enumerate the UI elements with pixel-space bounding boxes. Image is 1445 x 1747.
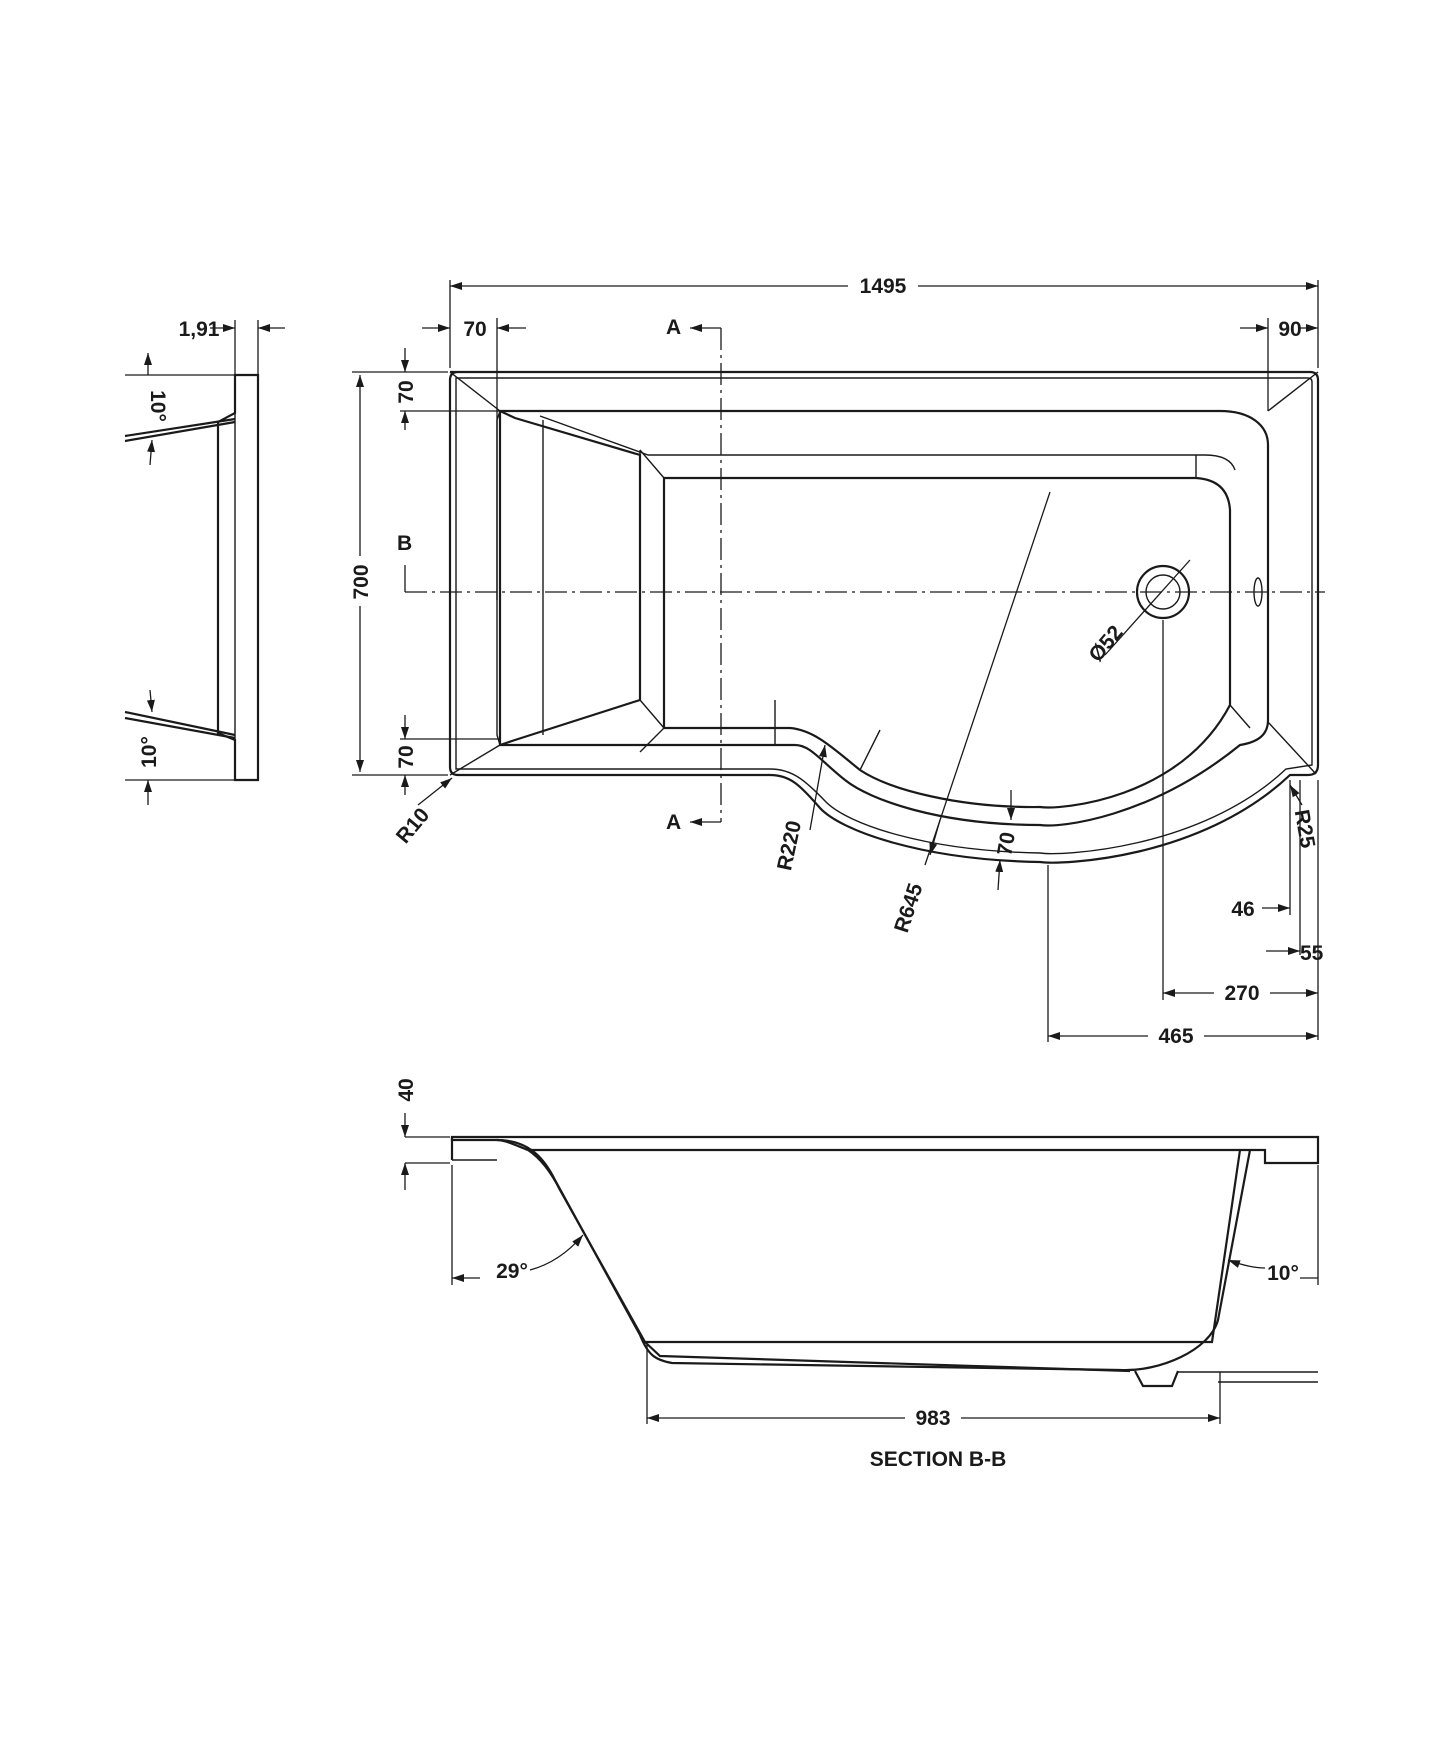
dim-radius-right: R25: [1290, 808, 1319, 850]
plan-corner-lines: [449, 371, 1319, 776]
section-outline-basin: [450, 1137, 1252, 1372]
dim-rim-left: 70: [463, 318, 486, 341]
plan-basin-mid: [639, 449, 1251, 753]
section-outline-rim: [450, 1135, 1320, 1165]
section-a-bottom-label: A: [666, 811, 681, 834]
plan-dimensions: 1495 70 90 700 70 70 R10 R220: [346, 272, 1324, 1048]
end-elevation-bottom-slope: [124, 710, 236, 737]
plan-backrest: [499, 410, 642, 747]
dim-floor-length: 983: [915, 1407, 950, 1430]
plan-backrest-inner: [496, 410, 544, 746]
end-elevation-top-slope-2: [124, 420, 236, 443]
section-b-b: 40 29° 10° 983 SECTION B-B: [395, 1078, 1320, 1471]
plan-basin-upper: [539, 415, 1236, 471]
dim-offset-46: 46: [1231, 898, 1254, 921]
dim-section-rim: 40: [395, 1078, 418, 1101]
end-elevation-outline: [216, 373, 260, 782]
dim-radius-corner: R10: [392, 804, 434, 848]
section-markers: B A A: [397, 316, 1325, 834]
end-elevation-top-slope: [124, 417, 236, 438]
dim-curve-rim: 70: [993, 830, 1020, 857]
dim-side-angle-bottom: 10°: [138, 736, 161, 768]
dim-rim-right: 90: [1278, 318, 1301, 341]
dim-waste-pos: 270: [1224, 982, 1259, 1005]
dim-angle-right: 10°: [1267, 1262, 1299, 1285]
plan-outer-outline: [448, 370, 1320, 864]
plan-rim-inner: [498, 409, 1270, 827]
dim-rim-bottom: 70: [395, 745, 418, 768]
dim-offset-55: 55: [1300, 942, 1324, 965]
dim-rim-top: 70: [395, 380, 418, 403]
section-title: SECTION B-B: [870, 1448, 1007, 1471]
dim-overall-length: 1495: [860, 275, 907, 298]
section-inner-wall: [527, 1149, 1242, 1344]
dim-waste-dia: Ø52: [1084, 621, 1127, 666]
dim-angle-end: 29°: [496, 1260, 528, 1283]
end-elevation: 1,91 10° 10°: [124, 318, 285, 805]
section-b-label: B: [397, 532, 412, 555]
dim-side-angle-top: 10°: [146, 390, 169, 422]
section-floor: [644, 1341, 1131, 1373]
dim-curve-pos: 465: [1158, 1025, 1193, 1048]
plan-basin-floor: [662, 476, 1232, 809]
end-elevation-bottom-slope-2: [124, 716, 236, 740]
dim-side-thickness: 1,91: [179, 318, 220, 341]
plan-view: [448, 370, 1320, 864]
section-waste-fitting: [1134, 1370, 1180, 1388]
dim-radius-curve: R645: [890, 880, 927, 935]
dim-width: 700: [350, 564, 373, 599]
dim-radius-inner: R220: [773, 819, 806, 873]
section-a-top-label: A: [666, 316, 681, 339]
